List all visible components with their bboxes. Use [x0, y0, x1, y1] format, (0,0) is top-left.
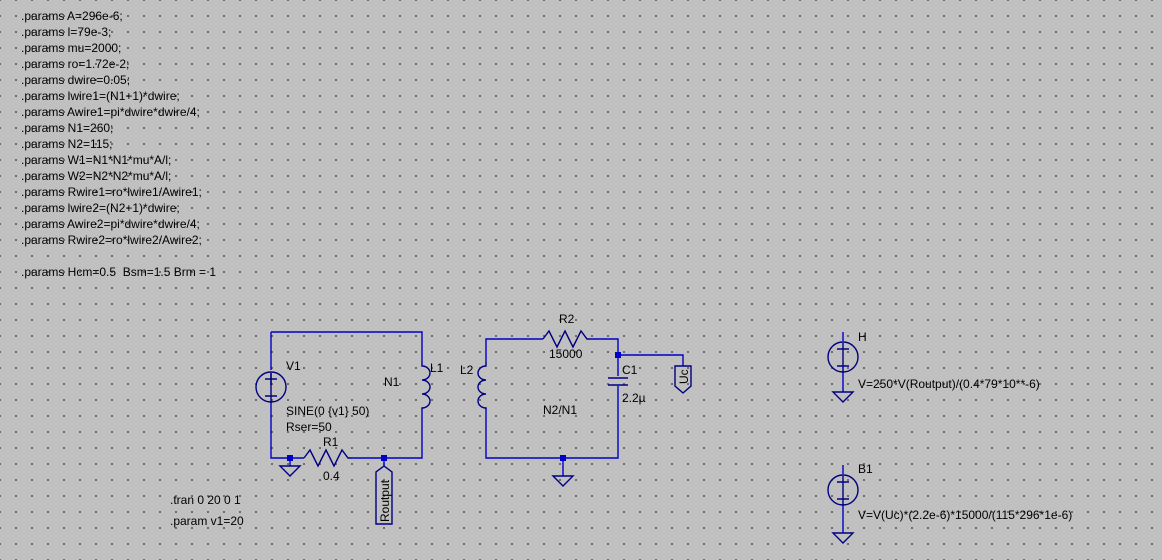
uc-label-text: Uc	[677, 369, 691, 384]
l2-name-label: L2	[460, 363, 474, 377]
l2-value-label: N2/N1	[543, 403, 577, 417]
c1-name-label: C1	[622, 363, 638, 377]
r1-value-label: 0.4	[323, 469, 340, 483]
param-line: .params N2=115;	[21, 137, 113, 151]
param-line: .params Awire1=pi*dwire*dwire/4;	[21, 105, 200, 119]
param-line: .params Rwire1=ro*lwire1/Awire1;	[21, 185, 202, 199]
inductor-l1[interactable]	[421, 362, 431, 410]
param-line: .params lwire2=(N2+1)*dwire;	[21, 201, 180, 215]
param-line: .params Awire2=pi*dwire*dwire/4;	[21, 217, 200, 231]
param-line: .params mu=2000;	[21, 41, 122, 55]
v1-rser-label: Rser=50	[286, 420, 332, 434]
param-line: .params Rwire2=ro*lwire2/Awire2;	[21, 233, 202, 247]
spice-params-block[interactable]: .params A=296e-6; .params l=79e-3; .params…	[21, 8, 216, 280]
routput-net-label[interactable]	[375, 455, 393, 525]
voltage-source-v1[interactable]	[255, 371, 287, 404]
h-value-label: V=250*V(Routput)/(0.4*79*10**-6)	[858, 377, 1040, 391]
r2-value-label: 15000	[549, 347, 583, 361]
param-line: .params dwire=0.05;	[21, 73, 131, 87]
param-line: .params W1=N1*N1*mu*A/l;	[21, 153, 172, 167]
r1-name-label: R1	[323, 435, 339, 449]
resistor-r2[interactable]	[542, 329, 591, 349]
v1-value-label: SINE(0 {v1} 50)	[286, 404, 369, 418]
param-line: .params A=296e-6;	[21, 9, 123, 23]
behavioral-source-h[interactable]	[827, 332, 859, 403]
param-line: .params l=79e-3;	[21, 25, 112, 39]
capacitor-c1[interactable]	[608, 352, 628, 386]
v1-name-label: V1	[286, 359, 301, 373]
primary-wires[interactable]	[270, 331, 423, 466]
r2-name-label: R2	[559, 312, 575, 326]
param-line: .params N1=260;	[21, 121, 114, 135]
ground-symbol[interactable]	[551, 455, 575, 487]
inductor-l2[interactable]	[477, 362, 487, 410]
l1-name-label: L1	[430, 361, 444, 375]
h-name-label: H	[858, 330, 867, 344]
c1-value-label: 2.2µ	[622, 391, 646, 405]
resistor-r1[interactable]	[303, 448, 352, 468]
param-line: .params W2=N2*N2*mu*A/l;	[21, 169, 172, 183]
param-line: .params ro=1.72e-2;	[21, 57, 130, 71]
secondary-wires[interactable]	[485, 338, 684, 476]
param-line-extra: .params Hcm=0.5 Bsm=1.5 Brm = 1	[21, 265, 217, 279]
behavioral-source-b1[interactable]	[827, 465, 859, 544]
ground-symbol[interactable]	[278, 455, 302, 477]
uc-net-label[interactable]	[674, 365, 692, 394]
routput-label-text: Routput	[378, 479, 392, 522]
param-directive[interactable]: .param v1=20	[170, 514, 244, 528]
tran-directive[interactable]: .tran 0 20 0 1	[170, 493, 241, 507]
param-line: .params lwire1=(N1+1)*dwire;	[21, 89, 180, 103]
l1-value-label: N1	[384, 375, 400, 389]
b1-name-label: B1	[858, 462, 873, 476]
b1-value-label: V=V(Uc)*(2.2e-6)*15000/(115*296*1e-6)	[858, 508, 1072, 522]
